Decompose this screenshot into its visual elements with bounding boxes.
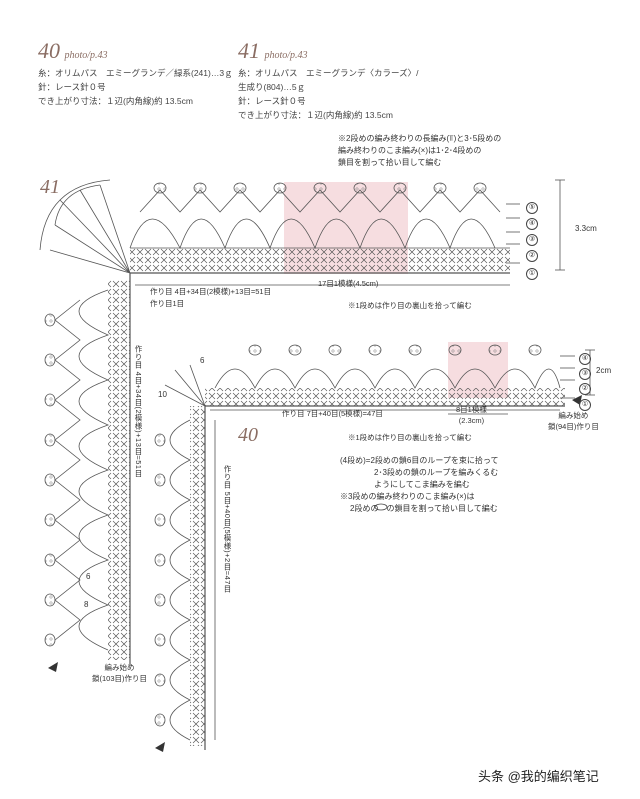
- diagram-41-repeat: 17目1模様(4.5cm): [318, 279, 379, 288]
- note-line: 鎖目を割って拾い目して編む: [338, 158, 442, 167]
- row-2-label: ②: [579, 383, 591, 395]
- diagram-40-side-num-10: 10: [158, 390, 167, 399]
- diagram-41-size: 3.3cm: [575, 224, 597, 233]
- diagram-41-note: ※2段めの編み終わりの長編み(⫪)と3･5段めの 編み終わりのこま編み(×)は1…: [338, 133, 501, 169]
- diagram-41-row-labels: ⑤ ④ ③ ② ①: [524, 198, 538, 280]
- diagram-40-note3: ※3段めの編み終わりのこま編み(×)は 2段めの の鎖目を割って拾い目して編む: [340, 491, 498, 515]
- watermark: 头条 @我的编织笔记: [478, 769, 599, 784]
- start-label: 編み始め: [104, 663, 135, 672]
- diagram-40-label: 40: [238, 424, 258, 446]
- diagram-41-side-num-8: 8: [84, 600, 89, 609]
- row-1-label: ①: [526, 268, 538, 280]
- diagram-40-size: 2cm: [596, 366, 612, 375]
- diagram-41-start-marker: [48, 662, 58, 672]
- row-3-label: ③: [526, 234, 538, 246]
- note-line: 2段めの の鎖目を割って拾い目して編む: [350, 504, 498, 513]
- diagram-40-side-num-6: 6: [200, 356, 205, 365]
- start-label: 編み始め: [558, 411, 589, 420]
- diagram-40-vertical-band: [154, 364, 216, 750]
- diagram-41-foundation-h: 作り目 4目+34目(2模様)+13目=51目: [150, 287, 272, 296]
- repeat-size: (2.3cm): [458, 416, 485, 425]
- pattern-41-header: 41 photo/p.43: [238, 38, 308, 64]
- diagram-41-note1: ※1段めは作り目の裏山を拾って編む: [348, 301, 472, 310]
- note-line: 編み終わりのこま編み(×)は1･2･4段めの: [338, 146, 482, 155]
- pattern-41-size: でき上がり寸法：１辺(内角線)約 13.5cm: [238, 110, 393, 120]
- row-4-label: ④: [579, 353, 591, 365]
- diagram-40-start-marker: [155, 742, 165, 752]
- pattern-41-needle: 針：レース針０号: [238, 96, 306, 106]
- note-line: ※2段めの編み終わりの長編み(⫪)と3･5段めの: [338, 134, 502, 143]
- diagram-41-label: 41: [40, 176, 60, 198]
- diagram-41-vertical-band: [39, 179, 131, 665]
- pattern-41-yarn: 糸：オリムパス エミーグランデ〈カラーズ〉/: [238, 68, 419, 78]
- note-line: ようにしてこま編みを編む: [374, 480, 470, 489]
- diagram-40-start: 編み始め 鎖(94目)作り目: [548, 410, 599, 432]
- chain-symbol-icon: [374, 503, 388, 511]
- diagram-40-horizontal-band: [205, 344, 565, 411]
- pattern-40-needle: 針：レース針０号: [38, 82, 106, 92]
- note-line: (4段め)=2段めの鎖6目のループを束に拾って: [340, 456, 499, 465]
- diagram-40-repeat: 8目1模様 (2.3cm): [456, 404, 487, 426]
- diagram-41-foundation-v: 作り目 4目+34目(2模様)+13目=51目: [134, 345, 143, 478]
- pattern-41-number: 41: [238, 38, 260, 63]
- diagram-41-row-arrows: [135, 179, 565, 286]
- row-5-label: ⑤: [526, 202, 538, 214]
- diagram-41-horizontal-band: [129, 182, 510, 274]
- diagram-40-foundation-h: 作り目 7目+40目(5模様)=47目: [282, 409, 383, 418]
- pattern-40-number: 40: [38, 38, 60, 63]
- diagram-40-note2: (4段め)=2段めの鎖6目のループを束に拾って 2･3段めの鎖のループを編みくる…: [340, 455, 498, 491]
- start-foundation: 鎖(103目)作り目: [92, 674, 148, 683]
- pattern-40-header: 40 photo/p.43: [38, 38, 108, 64]
- note-line: ※3段めの編み終わりのこま編み(×)は: [340, 492, 475, 501]
- row-3-label: ③: [579, 368, 591, 380]
- repeat-label: 8目1模様: [456, 405, 487, 414]
- start-foundation: 鎖(94目)作り目: [548, 422, 599, 431]
- row-2-label: ②: [526, 250, 538, 262]
- diagram-41-corner: 作り目1目: [150, 299, 185, 308]
- pattern-41-photo-ref: photo/p.43: [264, 50, 308, 61]
- diagram-41-side-num-6: 6: [86, 572, 91, 581]
- row-4-label: ④: [526, 218, 538, 230]
- diagram-40-note1: ※1段めは作り目の裏山を拾って編む: [348, 433, 472, 442]
- pattern-40-specs: 糸：オリムパス エミーグランデ／緑系(241)…3ｇ 針：レース針０号 でき上が…: [38, 66, 233, 108]
- diagram-40-row-labels: ④ ③ ② ①: [577, 350, 591, 411]
- pattern-40-yarn: 糸：オリムパス エミーグランデ／緑系(241)…3ｇ: [38, 68, 233, 78]
- note-line: 2･3段めの鎖のループを編みくるむ: [374, 468, 499, 477]
- pattern-40-size: でき上がり寸法：１辺(内角線)約 13.5cm: [38, 96, 193, 106]
- pattern-40-photo-ref: photo/p.43: [64, 50, 108, 61]
- diagram-40-foundation-v: 作り目 5目+40目(5模様)+2目=47目: [223, 465, 232, 593]
- diagram-41-start: 編み始め 鎖(103目)作り目: [92, 662, 147, 684]
- pattern-41-specs: 糸：オリムパス エミーグランデ〈カラーズ〉/ 生成り(804)…5ｇ 針：レース…: [238, 66, 418, 122]
- pattern-41-color: 生成り(804)…5ｇ: [238, 82, 306, 92]
- row-1-label: ①: [579, 399, 591, 411]
